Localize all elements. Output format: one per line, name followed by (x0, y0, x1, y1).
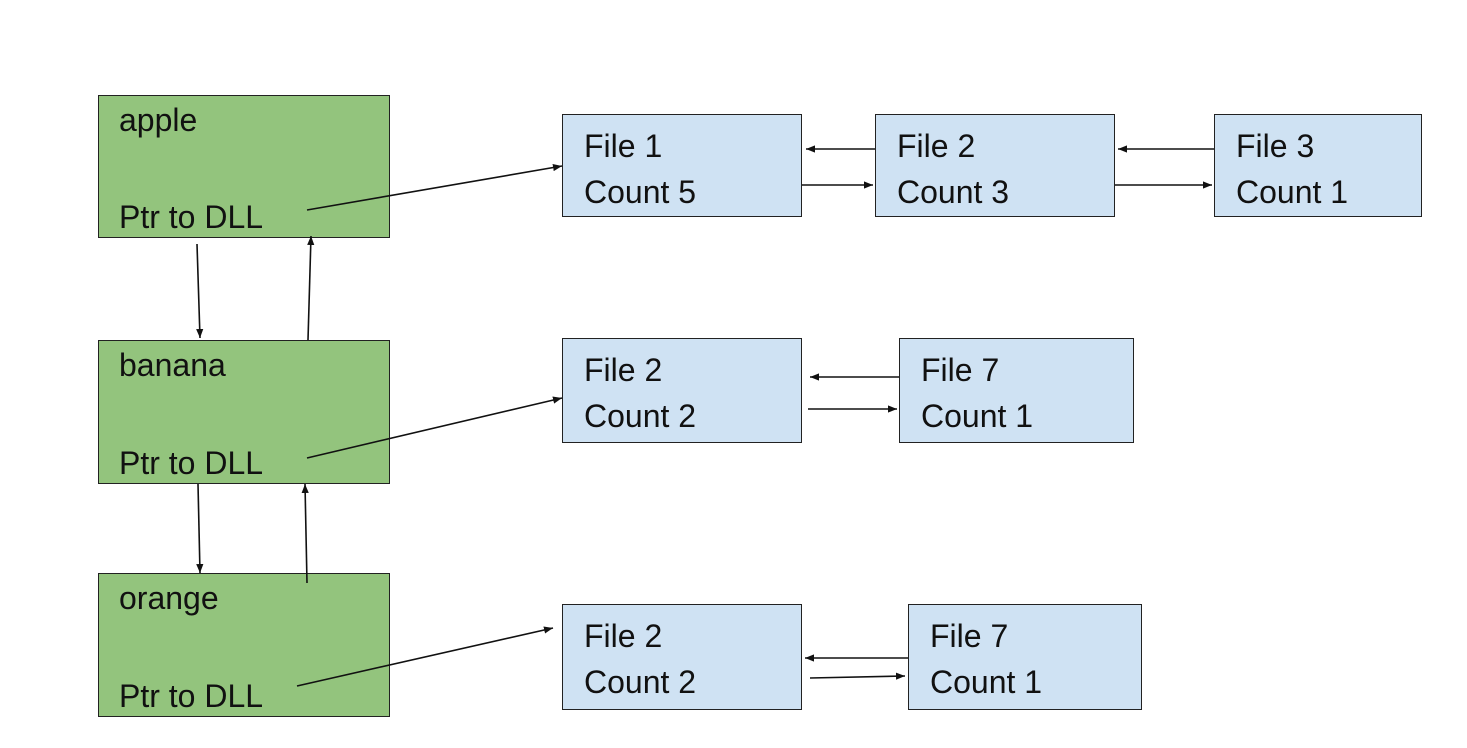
next-arrow (196, 483, 204, 574)
file-node: File 2 Count 2 (562, 604, 802, 710)
file-label: File 2 (584, 618, 663, 654)
file-label: File 2 (897, 128, 976, 164)
count-label: Count 1 (930, 664, 1043, 700)
file-node: File 7 Count 1 (908, 604, 1142, 710)
file-node: File 1 Count 5 (562, 114, 802, 217)
word-label: banana (119, 347, 226, 383)
file-node: File 2 Count 2 (562, 338, 802, 443)
file-label: File 7 (930, 618, 1009, 654)
pointer-label: Ptr to DLL (119, 445, 264, 481)
file-label: File 1 (584, 128, 663, 164)
file-node: File 2 Count 3 (875, 114, 1115, 217)
word-node-apple: apple Ptr to DLL (98, 95, 390, 238)
prev-arrow (307, 235, 315, 341)
prev-arrow (301, 483, 309, 584)
next-arrow (809, 672, 906, 680)
count-label: Count 5 (584, 174, 697, 210)
word-node-orange: orange Ptr to DLL (98, 573, 390, 717)
pointer-label: Ptr to DLL (119, 678, 264, 714)
count-label: Count 2 (584, 398, 697, 434)
count-label: Count 1 (921, 398, 1034, 434)
word-label: orange (119, 580, 219, 616)
next-arrow (196, 243, 204, 339)
file-label: File 2 (584, 352, 663, 388)
file-node: File 3 Count 1 (1214, 114, 1422, 217)
word-node-banana: banana Ptr to DLL (98, 340, 390, 484)
pointer-label: Ptr to DLL (119, 199, 264, 235)
count-label: Count 3 (897, 174, 1010, 210)
count-label: Count 2 (584, 664, 697, 700)
count-label: Count 1 (1236, 174, 1349, 210)
word-label: apple (119, 102, 198, 138)
file-label: File 3 (1236, 128, 1315, 164)
file-node: File 7 Count 1 (899, 338, 1134, 443)
file-label: File 7 (921, 352, 1000, 388)
